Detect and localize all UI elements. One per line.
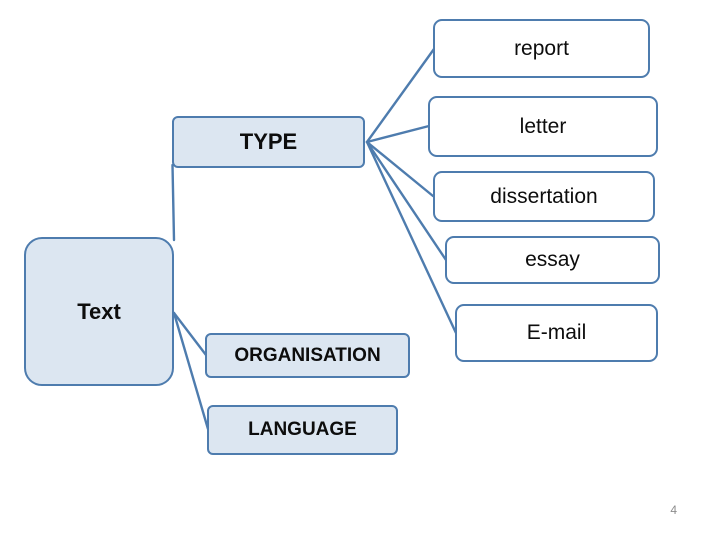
connector-text-language [172,311,210,431]
node-organisation-label: ORGANISATION [234,344,381,366]
node-essay-label: essay [525,248,580,271]
node-language-label: LANGUAGE [248,419,357,440]
connector-type-email [365,140,458,335]
node-organisation: ORGANISATION [205,333,410,378]
connector-text-type [171,163,176,242]
node-letter: letter [428,96,658,157]
node-language: LANGUAGE [207,405,398,455]
node-report: report [433,19,650,78]
node-type: TYPE [172,116,365,168]
node-text: Text [24,237,174,386]
connector-text-organisation [172,311,208,357]
node-dissertation-label: dissertation [490,184,598,208]
node-dissertation: dissertation [433,171,655,222]
node-email-label: E-mail [526,321,587,344]
node-report-label: report [514,36,569,60]
connector-type-letter [365,124,431,144]
node-letter-label: letter [519,114,567,138]
connector-type-report [365,47,436,144]
slide-page-number: 4 [670,503,677,517]
node-text-label: Text [77,298,121,324]
connector-type-essay [365,140,448,262]
connector-type-dissertation [365,140,435,198]
node-email: E-mail [455,304,658,362]
node-essay: essay [445,236,660,284]
node-type-label: TYPE [239,129,298,154]
